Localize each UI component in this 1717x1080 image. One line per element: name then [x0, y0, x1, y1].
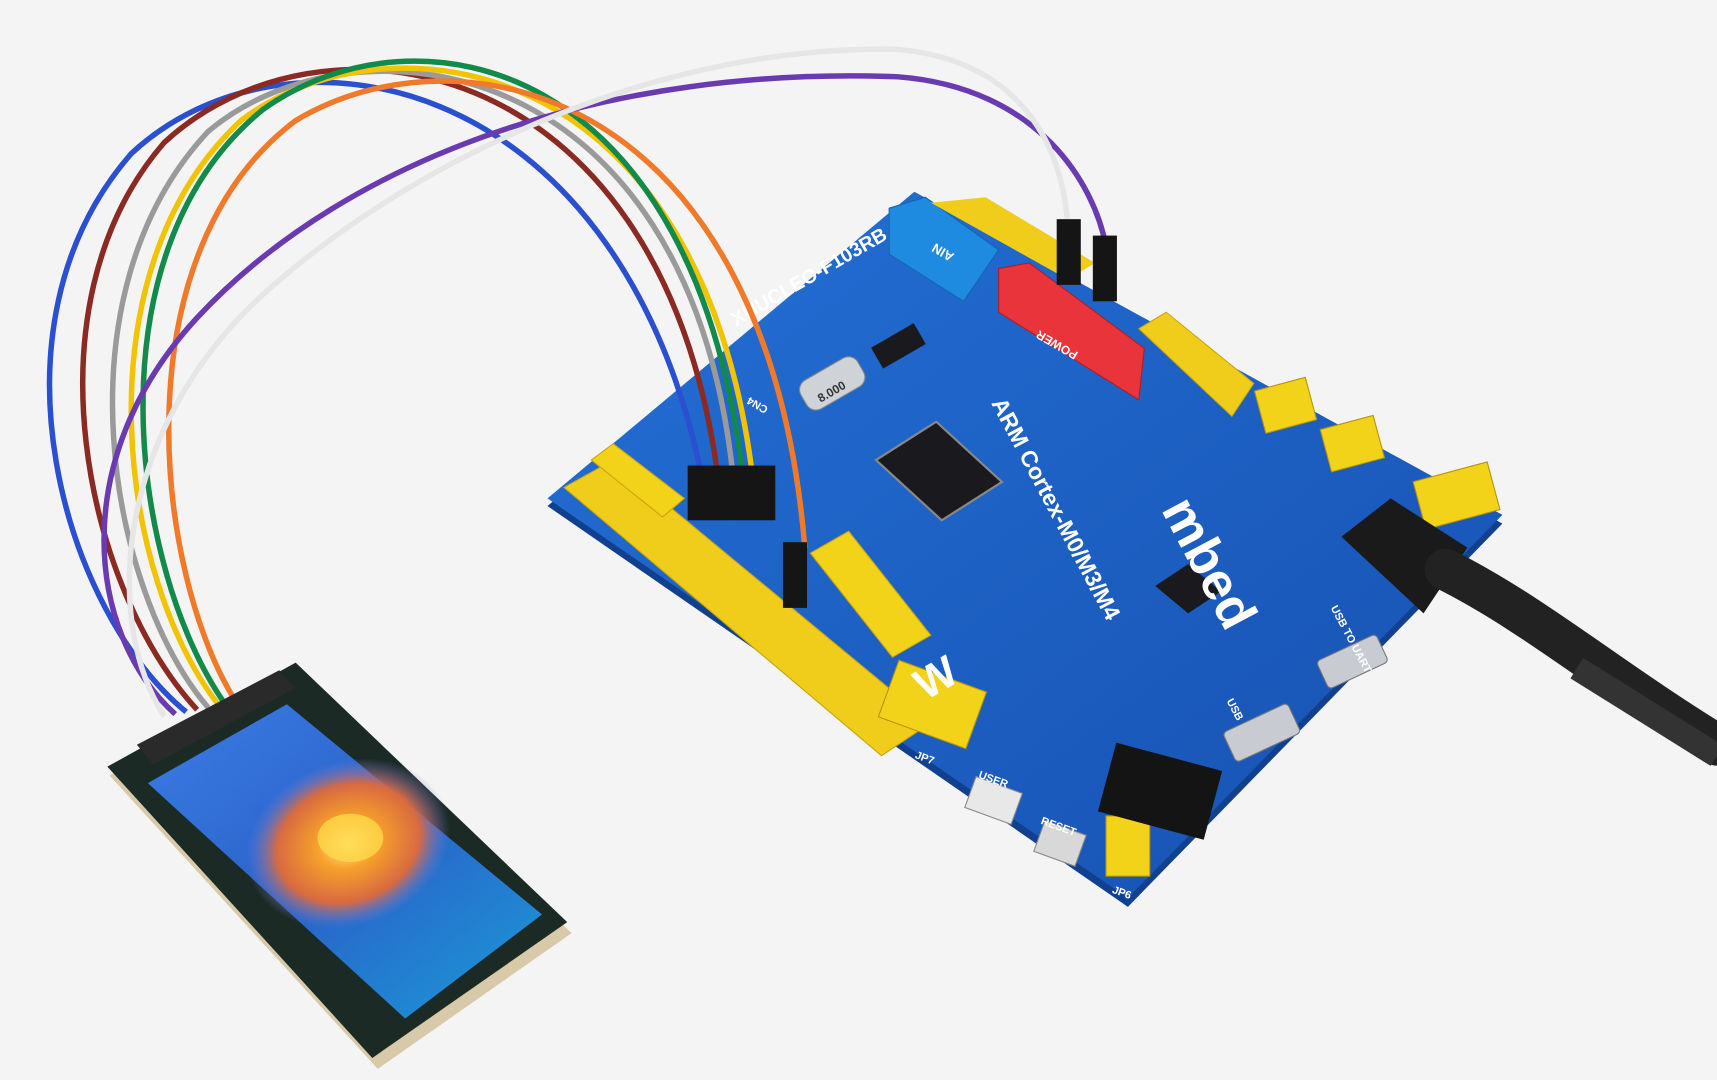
usb-port: [1223, 703, 1301, 762]
jumper: [1319, 414, 1386, 473]
wire-blue: [46, 79, 704, 715]
reset-button: [1033, 819, 1087, 867]
wire-purple: [101, 73, 1109, 717]
jumper: [1412, 461, 1501, 531]
mcu-chip: [874, 420, 1004, 522]
female-header-yellow: [809, 530, 932, 658]
wire-orange: [166, 78, 808, 703]
jumper: [1105, 815, 1151, 877]
usb-port: [1316, 634, 1388, 689]
dupont-connectors: [687, 219, 1117, 608]
crystal: [799, 356, 866, 411]
power-cable: [1341, 498, 1717, 766]
right-pin-header: [1137, 311, 1255, 418]
jumper: [1253, 376, 1318, 434]
dev-board: 8.000 ARM Cortex-M0/M3/M4 mbed XNUCLEO-F…: [547, 191, 1503, 907]
wire-green: [140, 58, 748, 705]
top-pin-header: [930, 197, 1096, 280]
female-header-red: [998, 262, 1145, 401]
user-button: [964, 775, 1024, 826]
female-header-blue: [888, 196, 1000, 303]
regulator: [871, 323, 926, 369]
wire-white: [126, 46, 1071, 718]
chip: [1155, 564, 1221, 614]
jumper-wires: [46, 46, 1109, 718]
wire-gray: [109, 68, 737, 710]
jumper: [877, 659, 988, 750]
fpc-connector: [136, 670, 296, 765]
lcd-module: [107, 662, 572, 1069]
black-header: [1097, 742, 1223, 840]
